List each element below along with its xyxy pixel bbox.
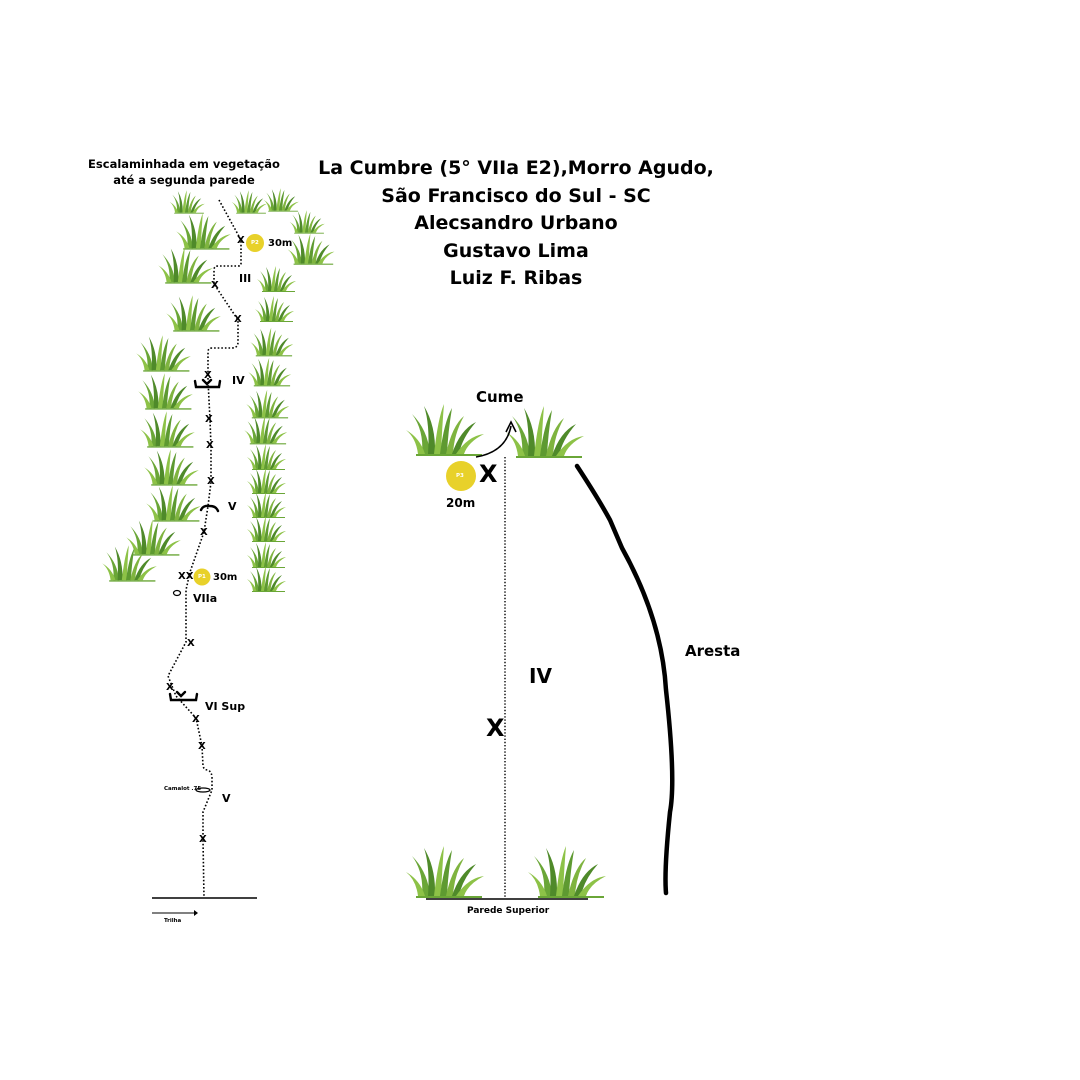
belay-badge-p2 bbox=[246, 234, 264, 252]
bolt-mark: X bbox=[206, 440, 214, 451]
arete-label: Aresta bbox=[685, 642, 741, 660]
grade-iii: III bbox=[239, 272, 252, 285]
bolt-mark: X bbox=[479, 460, 498, 488]
bolt-mark: X bbox=[192, 714, 200, 725]
belay-ledge-symbol-upper bbox=[193, 378, 222, 389]
title-line-3: Alecsandro Urbano bbox=[414, 212, 618, 234]
bolt-mark: X bbox=[198, 741, 206, 752]
bolt-mark: X bbox=[205, 414, 213, 425]
summit-arrow-head bbox=[505, 420, 517, 433]
bolt-mark: X bbox=[199, 834, 207, 845]
title-line-4: Gustavo Lima bbox=[443, 239, 589, 262]
bolt-mark: X bbox=[204, 370, 212, 381]
approach-note-line-1: Escalaminhada em vegetação bbox=[88, 157, 280, 171]
grade-viia: VIIa bbox=[193, 592, 218, 605]
belay-badge-p3-label: P3 bbox=[456, 473, 464, 479]
summit-label: Cume bbox=[476, 388, 524, 406]
trail-label: Trilha bbox=[164, 918, 182, 924]
summit-arrow bbox=[475, 425, 512, 458]
title-line-5: Luiz F. Ribas bbox=[449, 267, 583, 289]
belay-badge-p1-label: P1 bbox=[198, 574, 206, 580]
arete-line bbox=[574, 463, 675, 896]
left-grass-clumps bbox=[102, 188, 335, 592]
bolt-mark: X bbox=[234, 314, 242, 325]
right-grass-clumps bbox=[406, 404, 606, 898]
camalot-label: Camalot .75 bbox=[164, 786, 202, 792]
hold-marker bbox=[172, 589, 182, 597]
bolt-mark: X bbox=[211, 280, 219, 291]
approach-note-line-2: até a segunda parede bbox=[113, 173, 255, 187]
belay-p3-length: 20m bbox=[446, 496, 476, 510]
belay-p2-length: 30m bbox=[268, 238, 293, 249]
bolt-mark: X bbox=[166, 682, 174, 693]
grade-iv-left: IV bbox=[232, 374, 245, 387]
grade-iv-right: IV bbox=[529, 664, 552, 688]
bolt-mark: X bbox=[187, 638, 195, 649]
camalot-symbol bbox=[195, 787, 211, 793]
bolt-mark: X bbox=[207, 476, 215, 487]
bolt-mark: X bbox=[237, 235, 245, 246]
bolt-mark: X bbox=[200, 527, 208, 538]
route-line-left bbox=[167, 199, 242, 899]
belay-badge-p2-label: P2 bbox=[251, 240, 259, 246]
roof-symbol bbox=[199, 504, 220, 513]
belay-ledge-symbol-lower bbox=[168, 690, 199, 702]
belay-p1-length: 30m bbox=[213, 572, 238, 583]
approach-note: Escalaminhada em vegetação até a segunda… bbox=[84, 156, 284, 188]
double-bolt-mark: XX bbox=[178, 571, 194, 582]
bolt-mark: X bbox=[486, 714, 505, 742]
belay-badge-p1 bbox=[193, 568, 211, 586]
title-line-2: São Francisco do Sul - SC bbox=[381, 184, 651, 207]
belay-badge-p3 bbox=[446, 461, 476, 491]
grade-vi-sup: VI Sup bbox=[205, 700, 246, 713]
title-line-1: La Cumbre (5° VIIa E2),Morro Agudo, bbox=[318, 157, 714, 179]
trail-arrow-head bbox=[194, 910, 198, 916]
grade-v-lower: V bbox=[222, 792, 231, 805]
route-title: La Cumbre (5° VIIa E2),Morro Agudo, São … bbox=[316, 155, 716, 293]
base-label: Parede Superior bbox=[467, 906, 550, 916]
grade-v-upper: V bbox=[228, 500, 237, 513]
